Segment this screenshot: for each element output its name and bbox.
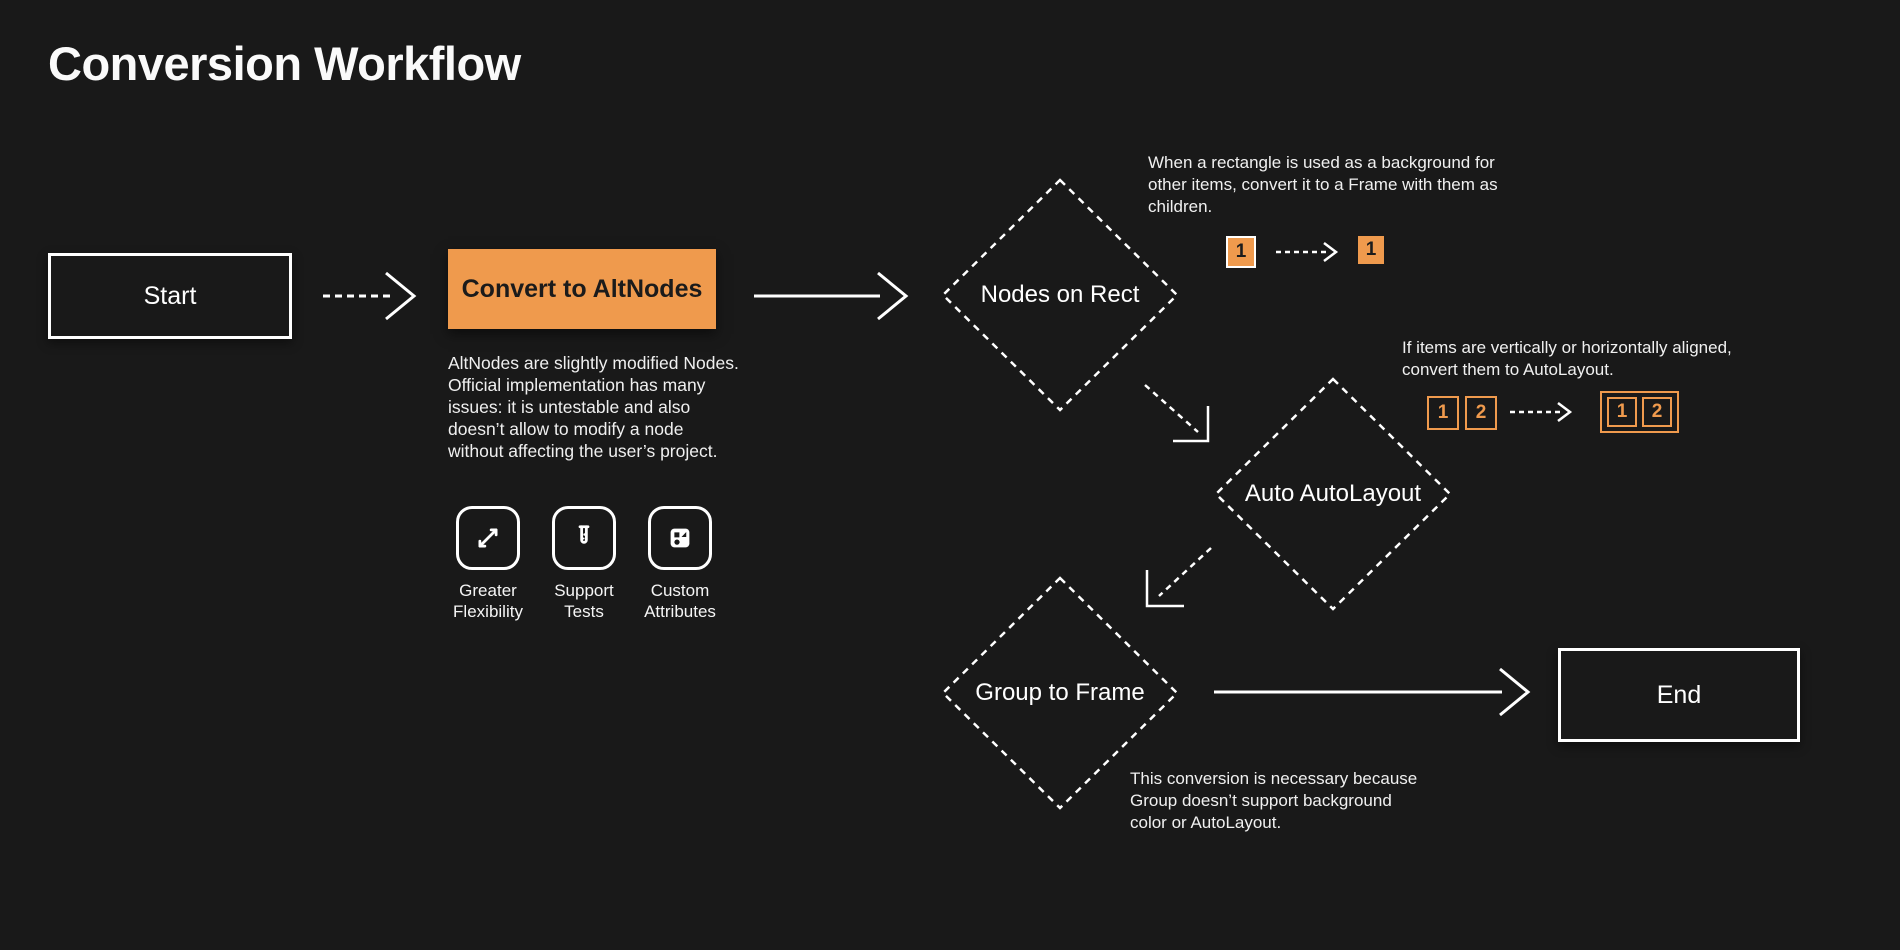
flow-node-auto-autolayout: Auto AutoLayout xyxy=(1213,376,1453,612)
mini-item-2-chip: 2 xyxy=(1465,396,1497,430)
feature-label: Greater Flexibility xyxy=(453,581,523,621)
flow-node-start: Start xyxy=(48,253,292,339)
altnodes-description: AltNodes are slightly modified Nodes. Of… xyxy=(448,353,739,461)
mini-grouped-item-2-chip: 2 xyxy=(1642,397,1672,427)
feature-support-tests: Support Tests xyxy=(536,506,632,622)
feature-label: Support Tests xyxy=(554,581,614,621)
altnodes-feature-list: Greater Flexibility Support Tests xyxy=(440,506,728,622)
flow-node-convert-label: Convert to AltNodes xyxy=(461,274,703,303)
mini-arrow-rect-to-frame xyxy=(1276,242,1339,262)
arrow-convert-to-nodes-on-rect xyxy=(754,271,909,321)
arrow-nodes-on-rect-to-auto-autolayout xyxy=(1144,384,1210,443)
flow-node-end-label: End xyxy=(1656,680,1702,709)
flow-node-end: End xyxy=(1558,648,1800,742)
arrow-auto-autolayout-to-group-to-frame xyxy=(1145,547,1212,608)
mini-item-1-chip: 1 xyxy=(1427,396,1459,430)
nodes-on-rect-note: When a rectangle is used as a background… xyxy=(1148,153,1498,216)
flow-node-nodes-on-rect-label: Nodes on Rect xyxy=(980,281,1140,308)
shapes-icon xyxy=(648,506,712,570)
flow-node-convert-to-altnodes: Convert to AltNodes xyxy=(448,249,716,329)
feature-label: Custom Attributes xyxy=(644,581,716,621)
arrow-start-to-convert xyxy=(323,271,417,321)
mini-frame-after-chip: 1 xyxy=(1358,236,1384,264)
group-to-frame-note: This conversion is necessary because Gro… xyxy=(1130,769,1418,832)
flow-node-group-to-frame-label: Group to Frame xyxy=(975,679,1145,706)
auto-autolayout-note: If items are vertically or horizontally … xyxy=(1402,338,1732,379)
flow-node-nodes-on-rect: Nodes on Rect xyxy=(940,177,1180,413)
mini-rect-before-chip: 1 xyxy=(1226,236,1256,268)
expand-arrows-icon xyxy=(456,506,520,570)
flow-node-group-to-frame: Group to Frame xyxy=(940,575,1180,811)
feature-custom-attributes: Custom Attributes xyxy=(632,506,728,622)
mini-autolayout-group: 1 2 xyxy=(1600,391,1679,433)
page-title: Conversion Workflow xyxy=(48,37,521,90)
feature-greater-flexibility: Greater Flexibility xyxy=(440,506,536,622)
arrow-group-to-frame-to-end xyxy=(1214,667,1531,717)
flow-node-start-label: Start xyxy=(143,281,197,310)
mini-grouped-item-1-chip: 1 xyxy=(1607,397,1637,427)
test-tube-icon xyxy=(552,506,616,570)
flow-node-auto-autolayout-label: Auto AutoLayout xyxy=(1244,480,1422,507)
mini-arrow-items-to-autolayout xyxy=(1510,402,1573,422)
